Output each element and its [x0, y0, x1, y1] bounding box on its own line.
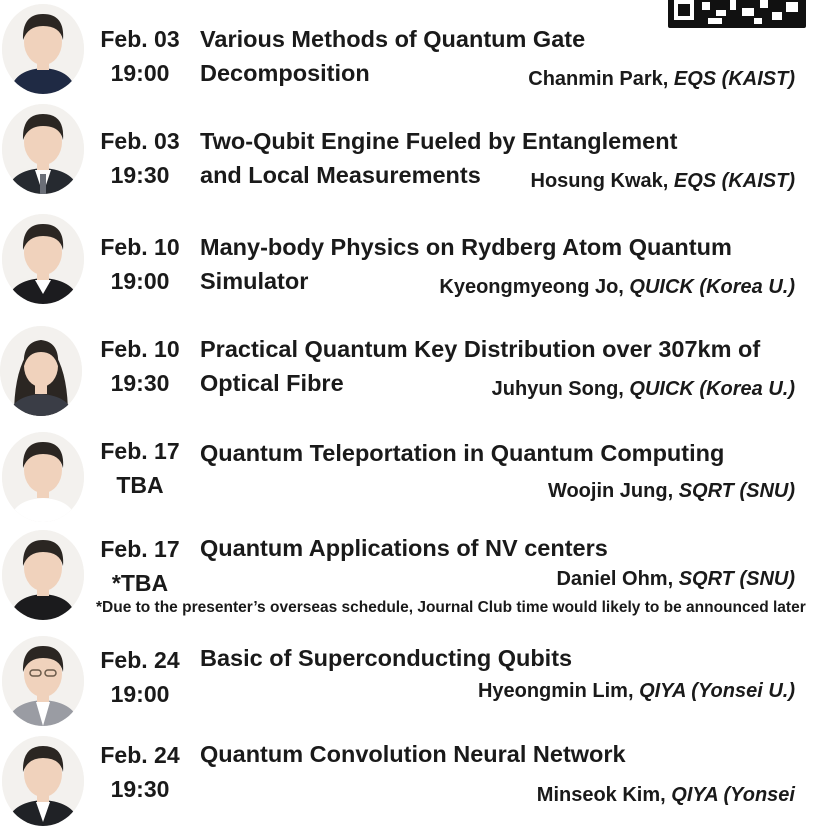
- presenter-photo: [2, 104, 84, 194]
- session-time: 19:00: [110, 268, 170, 294]
- session-date: Feb. 17: [100, 536, 180, 562]
- speaker: Daniel Ohm, SQRT (SNU): [556, 568, 795, 591]
- talk-title: Basic of Superconducting Qubits: [200, 645, 573, 671]
- talk-title-line2: and Local Measurements: [200, 162, 481, 188]
- speaker: Juhyun Song, QUICK (Korea U.): [492, 378, 795, 401]
- speaker-affiliation: QUICK (Korea U.): [629, 378, 795, 400]
- talk-title-line2: Optical Fibre: [200, 370, 344, 396]
- presenter-photo: [2, 530, 84, 620]
- session-date: Feb. 10: [100, 336, 180, 362]
- session-date: Feb. 17: [100, 438, 180, 464]
- talk-title: Many-body Physics on Rydberg Atom Quantu…: [200, 234, 732, 260]
- speaker-name: Hyeongmin Lim,: [477, 680, 640, 702]
- presenter-photo: [2, 432, 84, 522]
- schedule-note: *Due to the presenter’s overseas schedul…: [96, 599, 806, 616]
- speaker-name: Hosung Kwak,: [530, 170, 674, 192]
- speaker-name: Minseok Kim,: [536, 784, 672, 806]
- talk-title: Quantum Teleportation in Quantum Computi…: [200, 440, 725, 466]
- talk-title-line2: Simulator: [200, 268, 309, 294]
- session-date: Feb. 10: [100, 234, 180, 260]
- speaker: Kyeongmyeong Jo, QUICK (Korea U.): [439, 276, 795, 299]
- session-time: 19:30: [110, 776, 170, 802]
- session-time: 19:00: [110, 60, 170, 86]
- presenter-photo: [0, 326, 82, 416]
- talk-title-line2: Decomposition: [200, 60, 370, 86]
- session-time: *TBA: [111, 570, 169, 596]
- session-time: TBA: [116, 472, 164, 498]
- speaker-affiliation: EQS (KAIST): [673, 68, 795, 90]
- speaker: Hosung Kwak, EQS (KAIST): [531, 170, 795, 193]
- session-date: Feb. 24: [100, 742, 180, 768]
- speaker-name: Juhyun Song,: [491, 378, 630, 400]
- speaker-name: Daniel Ohm,: [556, 568, 679, 590]
- session-date: Feb. 03: [100, 128, 180, 154]
- talk-title: Practical Quantum Key Distribution over …: [200, 336, 761, 362]
- speaker-name: Chanmin Park,: [528, 68, 674, 90]
- speaker-affiliation: QUICK (Korea U.): [629, 276, 795, 298]
- talk-title: Quantum Applications of NV centers: [200, 535, 608, 561]
- speaker-affiliation: EQS (KAIST): [673, 170, 795, 192]
- speaker-name: Kyeongmyeong Jo,: [439, 276, 630, 298]
- qr-code: [668, 0, 806, 28]
- speaker-name: Woojin Jung,: [547, 480, 679, 502]
- presenter-photo: [2, 636, 84, 726]
- presenter-photo: [2, 736, 84, 826]
- session-date: Feb. 24: [100, 647, 180, 673]
- speaker-affiliation: QIYA (Yonsei: [671, 784, 795, 806]
- presenter-photo: [2, 4, 84, 94]
- talk-title: Various Methods of Quantum Gate: [200, 26, 586, 52]
- speaker-affiliation: SQRT (SNU): [678, 568, 795, 590]
- speaker: Chanmin Park, EQS (KAIST): [528, 68, 795, 91]
- talk-title: Two-Qubit Engine Fueled by Entanglement: [200, 128, 678, 154]
- speaker-affiliation: SQRT (SNU): [678, 480, 795, 502]
- speaker-affiliation: QIYA (Yonsei U.): [639, 680, 795, 702]
- presenter-photo: [2, 214, 84, 304]
- speaker: Hyeongmin Lim, QIYA (Yonsei U.): [478, 680, 795, 703]
- session-time: 19:30: [110, 162, 170, 188]
- speaker: Minseok Kim, QIYA (Yonsei: [537, 784, 795, 807]
- speaker: Woojin Jung, SQRT (SNU): [548, 480, 795, 503]
- talk-title: Quantum Convolution Neural Network: [200, 741, 626, 767]
- session-time: 19:30: [110, 370, 170, 396]
- session-time: 19:00: [110, 681, 170, 707]
- session-date: Feb. 03: [100, 26, 180, 52]
